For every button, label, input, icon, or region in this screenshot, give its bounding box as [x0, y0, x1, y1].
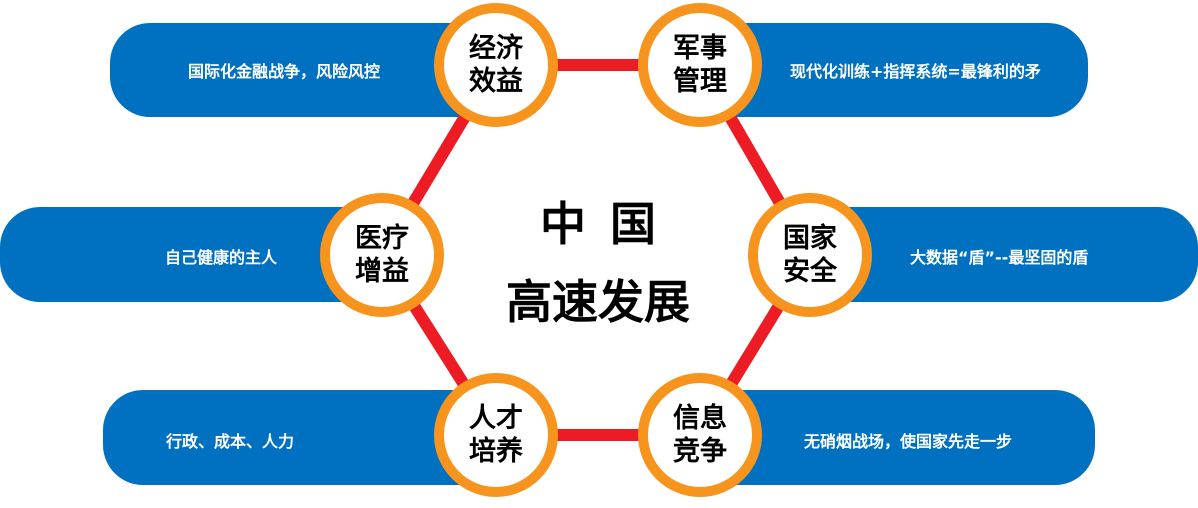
- node-medical: 医疗增益: [320, 193, 444, 317]
- node-label: 信息: [673, 403, 727, 434]
- node-label: 竞争: [673, 436, 727, 467]
- desc-medical: 自己健康的主人: [165, 248, 278, 267]
- desc-security: 大数据“盾”--最坚固的盾: [910, 248, 1089, 267]
- node-label: 增益: [355, 256, 409, 287]
- node-label: 人才: [469, 403, 523, 434]
- desc-information: 无硝烟战场，使国家先走一步: [804, 432, 1013, 451]
- node-security: 国家安全: [748, 193, 872, 317]
- bar-talent: [103, 390, 503, 485]
- desc-military: 现代化训练+指挥系统=最锋利的矛: [790, 62, 1041, 81]
- bar-military: [690, 23, 1088, 117]
- node-label: 国家: [783, 223, 837, 254]
- node-label: 效益: [469, 66, 523, 97]
- bar-information: [690, 390, 1095, 485]
- node-label: 培养: [469, 436, 523, 467]
- desc-economy: 国际化金融战争，风险风控: [188, 62, 381, 81]
- node-label: 军事: [673, 33, 727, 64]
- node-label: 医疗: [355, 223, 409, 254]
- center-title-line1: 中 国: [539, 197, 656, 251]
- node-military: 军事管理: [638, 3, 762, 127]
- node-label: 经济: [469, 33, 523, 64]
- bar-economy: [110, 23, 510, 117]
- node-label: 安全: [783, 256, 837, 287]
- node-information: 信息竞争: [638, 373, 762, 497]
- center-title-line2: 高速发展: [506, 275, 690, 329]
- node-label: 管理: [673, 66, 727, 97]
- node-economy: 经济效益: [434, 3, 558, 127]
- desc-talent: 行政、成本、人力: [166, 432, 295, 451]
- bar-medical: [0, 207, 390, 302]
- bar-security: [800, 207, 1198, 302]
- node-talent: 人才培养: [434, 373, 558, 497]
